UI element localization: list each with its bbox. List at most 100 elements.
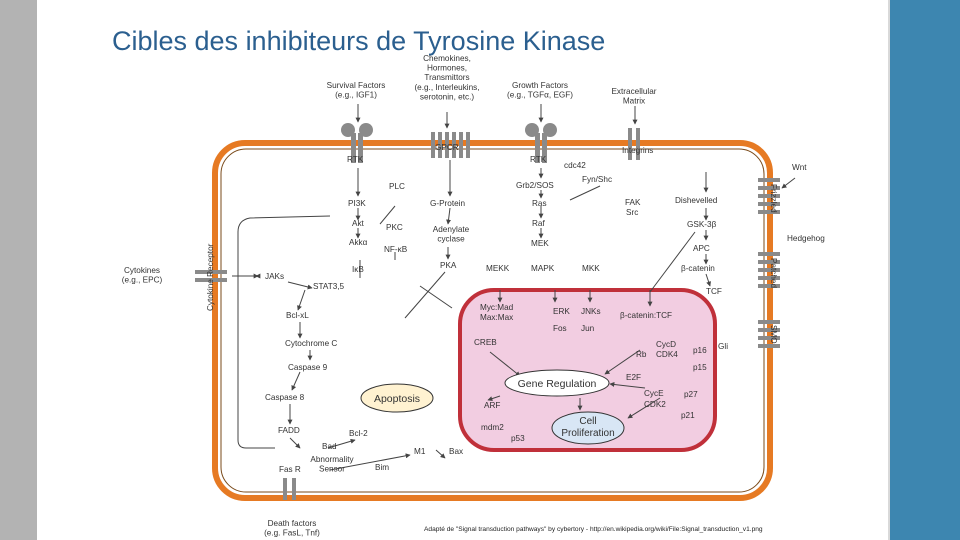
erk-label: ERK — [553, 307, 570, 316]
jnks-label: JNKs — [581, 307, 601, 316]
gli-label: Gli — [718, 342, 728, 351]
fak-label: FAK — [625, 198, 641, 207]
mdm2-label: mdm2 — [481, 423, 504, 432]
pkc-label: PKC — [386, 223, 403, 232]
fos-label: Fos — [553, 324, 567, 333]
rtk-receptor-left — [341, 123, 373, 163]
bcat-tcf-label: β-catenin:TCF — [620, 311, 672, 320]
akt-label: Akt — [352, 219, 365, 228]
growth-factors-label: Growth Factors(e.g., TGFα, EGF) — [507, 81, 573, 100]
apc-label: APC — [693, 244, 710, 253]
right-accent-bar — [890, 0, 960, 540]
integrin-receptor — [628, 128, 640, 160]
jaks-label: JAKs — [265, 272, 284, 281]
grb2-sos-label: Grb2/SOS — [516, 181, 554, 190]
nucleus — [458, 288, 717, 452]
fas-receptor-shape — [283, 478, 296, 500]
pka-label: PKA — [440, 261, 457, 270]
mkk-label: MKK — [582, 264, 600, 273]
cdc42-label: cdc42 — [564, 161, 586, 170]
myc-mad-label: Myc:Mad — [480, 303, 514, 312]
e2f-label: E2F — [626, 373, 641, 382]
bim-label: Bim — [375, 463, 389, 472]
smo-receptor — [758, 320, 780, 348]
gpcr-receptor — [431, 132, 470, 158]
g-protein-label: G-Protein — [430, 199, 465, 208]
fadd-label: FADD — [278, 426, 300, 435]
beta-catenin-label: β-catenin — [681, 264, 715, 273]
plc-label: PLC — [389, 182, 405, 191]
akka-label: Akkα — [349, 238, 368, 247]
frizzled-label: Frizzled — [769, 184, 778, 213]
gpcr-label: GPCR — [435, 143, 459, 152]
bad-label: Bad — [322, 442, 337, 451]
bclxl-label: Bcl-xL — [286, 311, 309, 320]
p15-label: p15 — [693, 363, 707, 372]
bax-label: Bax — [449, 447, 463, 456]
right-bar-divider — [888, 0, 890, 540]
fasr-label: Fas R — [279, 465, 301, 474]
chemokines-label: Chemokines,Hormones,Transmittors(e.g., I… — [414, 54, 479, 101]
p27-label: p27 — [684, 390, 698, 399]
cytokine-receptor-label: Cytokine Receptor — [206, 243, 215, 311]
cytokine-receptor-shape — [195, 270, 227, 282]
rb-label: Rb — [636, 350, 647, 359]
rtk-right-label: RTK — [530, 155, 547, 164]
cdk4-label: CDK4 — [656, 350, 678, 359]
gsk-label: GSK-3β — [687, 220, 717, 229]
inhibition-lines — [237, 185, 696, 449]
caspase9-label: Caspase 9 — [288, 363, 328, 372]
mek-label: MEK — [531, 239, 549, 248]
p16-label: p16 — [693, 346, 707, 355]
frizzled-receptor — [758, 178, 780, 214]
arf-label: ARF — [484, 401, 500, 410]
slide-title: Cibles des inhibiteurs de Tyrosine Kinas… — [112, 26, 606, 56]
caspase8-label: Caspase 8 — [265, 393, 305, 402]
p53-label: p53 — [511, 434, 525, 443]
cyce-label: CycE — [644, 389, 664, 398]
gene-regulation-oval — [504, 369, 610, 397]
patched-label: Patched — [769, 258, 778, 288]
ikb-label: IκB — [352, 265, 364, 274]
jun-label: Jun — [581, 324, 595, 333]
wnt-label: Wnt — [792, 163, 807, 172]
src-label: Src — [626, 208, 638, 217]
m1-label: M1 — [414, 447, 426, 456]
integrins-label: Integrins — [622, 146, 653, 155]
death-factors-label: Death factors(e.g. FasL, Tnf) — [264, 519, 320, 538]
left-accent-bar — [0, 0, 37, 540]
raf-label: Raf — [532, 219, 545, 228]
survival-factors-label: Survival Factors(e.g., IGF1) — [327, 81, 386, 100]
max-max-label: Max:Max — [480, 313, 513, 322]
rtk-left-label: RTK — [347, 155, 364, 164]
smo-label: SMO — [769, 325, 778, 344]
cytokines-label: Cytokines(e.g., EPC) — [122, 266, 163, 285]
patched-receptor — [758, 252, 780, 288]
cycd-label: CycD — [656, 340, 676, 349]
nfkb-label: NF-κB — [384, 245, 408, 254]
cell-proliferation-oval — [551, 411, 625, 445]
apoptosis-label: Apoptosis — [374, 393, 420, 405]
pi3k-label: PI3K — [348, 199, 366, 208]
stat-label: STAT3,5 — [313, 282, 345, 291]
tcf-label: TCF — [706, 287, 722, 296]
apoptosis-oval — [360, 383, 434, 413]
creb-label: CREB — [474, 338, 497, 347]
dishevelled-label: Dishevelled — [675, 196, 718, 205]
ras-label: Ras — [532, 199, 547, 208]
gene-regulation-label: Gene Regulation — [518, 378, 597, 390]
fyn-shc-label: Fyn/Shc — [582, 175, 612, 184]
bcl2-label: Bcl-2 — [349, 429, 368, 438]
p21-label: p21 — [681, 411, 695, 420]
pathway-arrows — [232, 104, 796, 471]
image-credit: Adapté de "Signal transduction pathways"… — [424, 526, 763, 533]
mapk-label: MAPK — [531, 264, 555, 273]
hedgehog-label: Hedgehog — [787, 234, 825, 243]
cytochrome-label: Cytochrome C — [285, 339, 337, 348]
rtk-receptor-right — [525, 123, 557, 163]
